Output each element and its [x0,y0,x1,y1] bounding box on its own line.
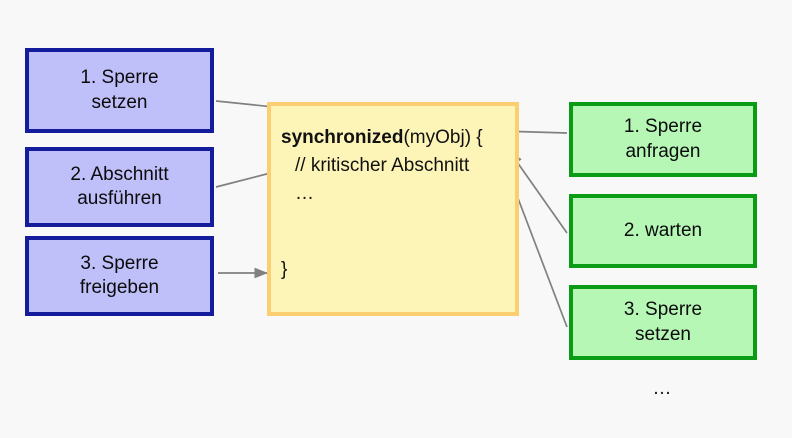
code-line-comment: // kritischer Abschnitt [295,155,470,177]
code-spacer [281,208,505,256]
code-signature-args: (myObj) { [403,127,483,148]
step-box-lock-set-line2: setzen [91,91,148,113]
step-box-request-lock-line1: 1. Sperre [623,116,703,138]
code-line-closing-brace: } [281,259,288,281]
code-line-ellipsis: … [295,183,314,205]
step-box-lock-set[interactable]: 1. Sperre setzen [25,48,214,133]
step-box-request-lock[interactable]: 1. Sperre anfragen [569,102,757,177]
step-box-release-lock-line1: 3. Sperre [80,252,159,274]
step-box-execute-section-line2: ausführen [77,188,162,209]
step-box-execute-section[interactable]: 2. Abschnitt ausführen [25,147,214,227]
step-box-set-lock-line1: 3. Sperre [623,299,703,321]
code-keyword-synchronized: synchronized [281,127,404,148]
step-box-wait[interactable]: 2. warten [569,194,757,268]
step-box-set-lock-line2: setzen [635,323,691,345]
step-box-release-lock-line2: freigeben [79,277,160,298]
step-box-wait-line1: 2. warten [623,219,703,241]
code-block-synchronized[interactable]: synchronized(myObj) { // kritischer Absc… [267,102,519,316]
step-box-set-lock[interactable]: 3. Sperre setzen [569,285,757,360]
step-box-release-lock[interactable]: 3. Sperre freigeben [25,236,214,316]
right-column-ellipsis: … [652,378,674,399]
step-box-request-lock-line2: anfragen [625,140,701,162]
code-line-signature: synchronized(myObj) { [281,124,505,152]
step-box-execute-section-line1: 2. Abschnitt [70,163,169,185]
step-box-lock-set-line1: 1. Sperre [80,67,159,89]
